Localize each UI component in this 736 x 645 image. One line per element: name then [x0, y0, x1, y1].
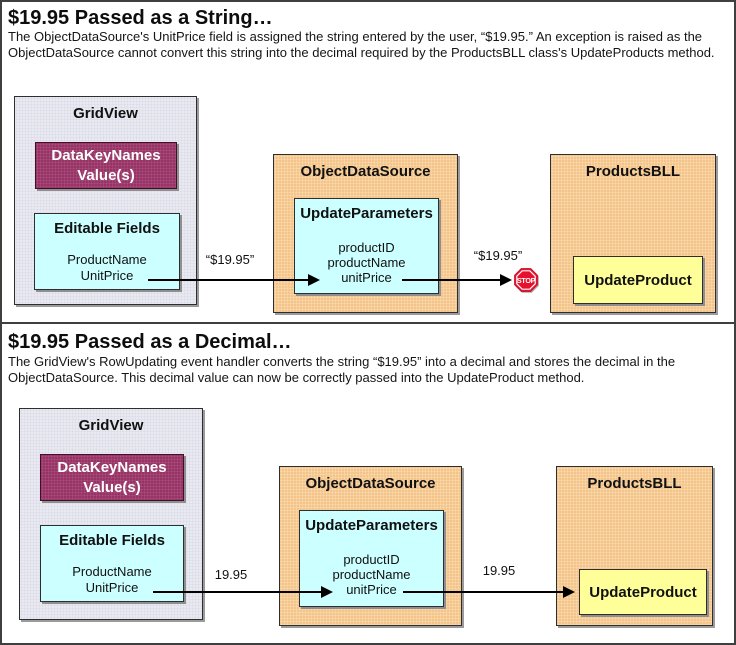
field-productname: ProductName [72, 564, 152, 579]
flow-value-label: 19.95 [482, 563, 516, 578]
updateproduct-box: UpdateProduct [573, 256, 703, 304]
updateparameters-list: productID productName unitPrice [295, 240, 438, 285]
productsbll-title: ProductsBLL [585, 163, 681, 180]
gridview-box: GridView DataKeyNames Value(s) Editable … [14, 96, 197, 305]
flow-value-label: “$19.95” [205, 252, 255, 267]
param-unitprice: unitPrice [346, 582, 397, 597]
updateparameters-title: UpdateParameters [305, 517, 438, 534]
field-unitprice: UnitPrice [85, 580, 139, 595]
datakeynames-box: DataKeyNames Value(s) [40, 454, 184, 501]
editable-fields-box: Editable Fields ProductName UnitPrice [40, 525, 184, 602]
datakeynames-label-line2: Value(s) [77, 166, 135, 184]
editable-fields-list: ProductName UnitPrice [35, 252, 179, 284]
datakeynames-label-line2: Value(s) [83, 478, 141, 496]
panel-description: The GridView's RowUpdating event handler… [8, 354, 676, 385]
objectdatasource-title: ObjectDataSource [300, 163, 431, 180]
param-productname: productName [332, 567, 411, 582]
field-unitprice: UnitPrice [80, 268, 134, 283]
editable-fields-box: Editable Fields ProductName UnitPrice [34, 213, 180, 290]
datakeynames-box: DataKeyNames Value(s) [35, 142, 177, 189]
flow-arrow-ods-to-bll [403, 591, 565, 593]
flow-value-label: “$19.95” [473, 248, 523, 263]
gridview-title: GridView [78, 417, 144, 434]
param-productid: productID [338, 240, 395, 255]
updateproduct-box: UpdateProduct [579, 569, 707, 615]
objectdatasource-title: ObjectDataSource [305, 475, 436, 492]
productsbll-title: ProductsBLL [587, 475, 682, 492]
gridview-title: GridView [73, 105, 138, 122]
stop-icon: STOP [513, 267, 539, 298]
panel-description: The ObjectDataSource's UnitPrice field i… [8, 29, 715, 60]
flow-arrow-ods-to-bll [402, 279, 504, 281]
updateparameters-title: UpdateParameters [300, 205, 433, 222]
productsbll-box: ProductsBLL UpdateProduct [556, 466, 713, 626]
objectdatasource-box: ObjectDataSource UpdateParameters produc… [279, 466, 462, 626]
objectdatasource-box: ObjectDataSource UpdateParameters produc… [273, 154, 458, 313]
field-productname: ProductName [67, 252, 147, 267]
editable-fields-title: Editable Fields [54, 220, 160, 237]
gridview-box: GridView DataKeyNames Value(s) Editable … [19, 408, 203, 620]
panel-string: $19.95 Passed as a String… The ObjectDat… [2, 2, 734, 322]
flow-arrow-gridview-to-ods [153, 591, 325, 593]
editable-fields-title: Editable Fields [59, 532, 165, 549]
arrowhead-icon [308, 274, 320, 286]
panel-title: $19.95 Passed as a String… [8, 7, 273, 29]
datakeynames-label-line1: DataKeyNames [57, 458, 167, 476]
arrowhead-icon [500, 274, 512, 286]
param-productname: productName [327, 255, 406, 270]
datakeynames-label-line1: DataKeyNames [51, 146, 161, 164]
stop-label: STOP [517, 276, 536, 285]
flow-value-label: 19.95 [214, 567, 248, 582]
productsbll-box: ProductsBLL UpdateProduct [550, 154, 716, 313]
arrowhead-icon [563, 586, 575, 598]
flow-arrow-gridview-to-ods [148, 279, 314, 281]
panel-decimal: $19.95 Passed as a Decimal… The GridView… [2, 324, 734, 643]
editable-fields-list: ProductName UnitPrice [41, 564, 183, 596]
param-unitprice: unitPrice [341, 270, 392, 285]
panel-divider [2, 322, 734, 324]
arrowhead-icon [321, 586, 333, 598]
param-productid: productID [343, 552, 400, 567]
updateparameters-list: productID productName unitPrice [300, 552, 443, 597]
panel-title: $19.95 Passed as a Decimal… [8, 331, 292, 353]
